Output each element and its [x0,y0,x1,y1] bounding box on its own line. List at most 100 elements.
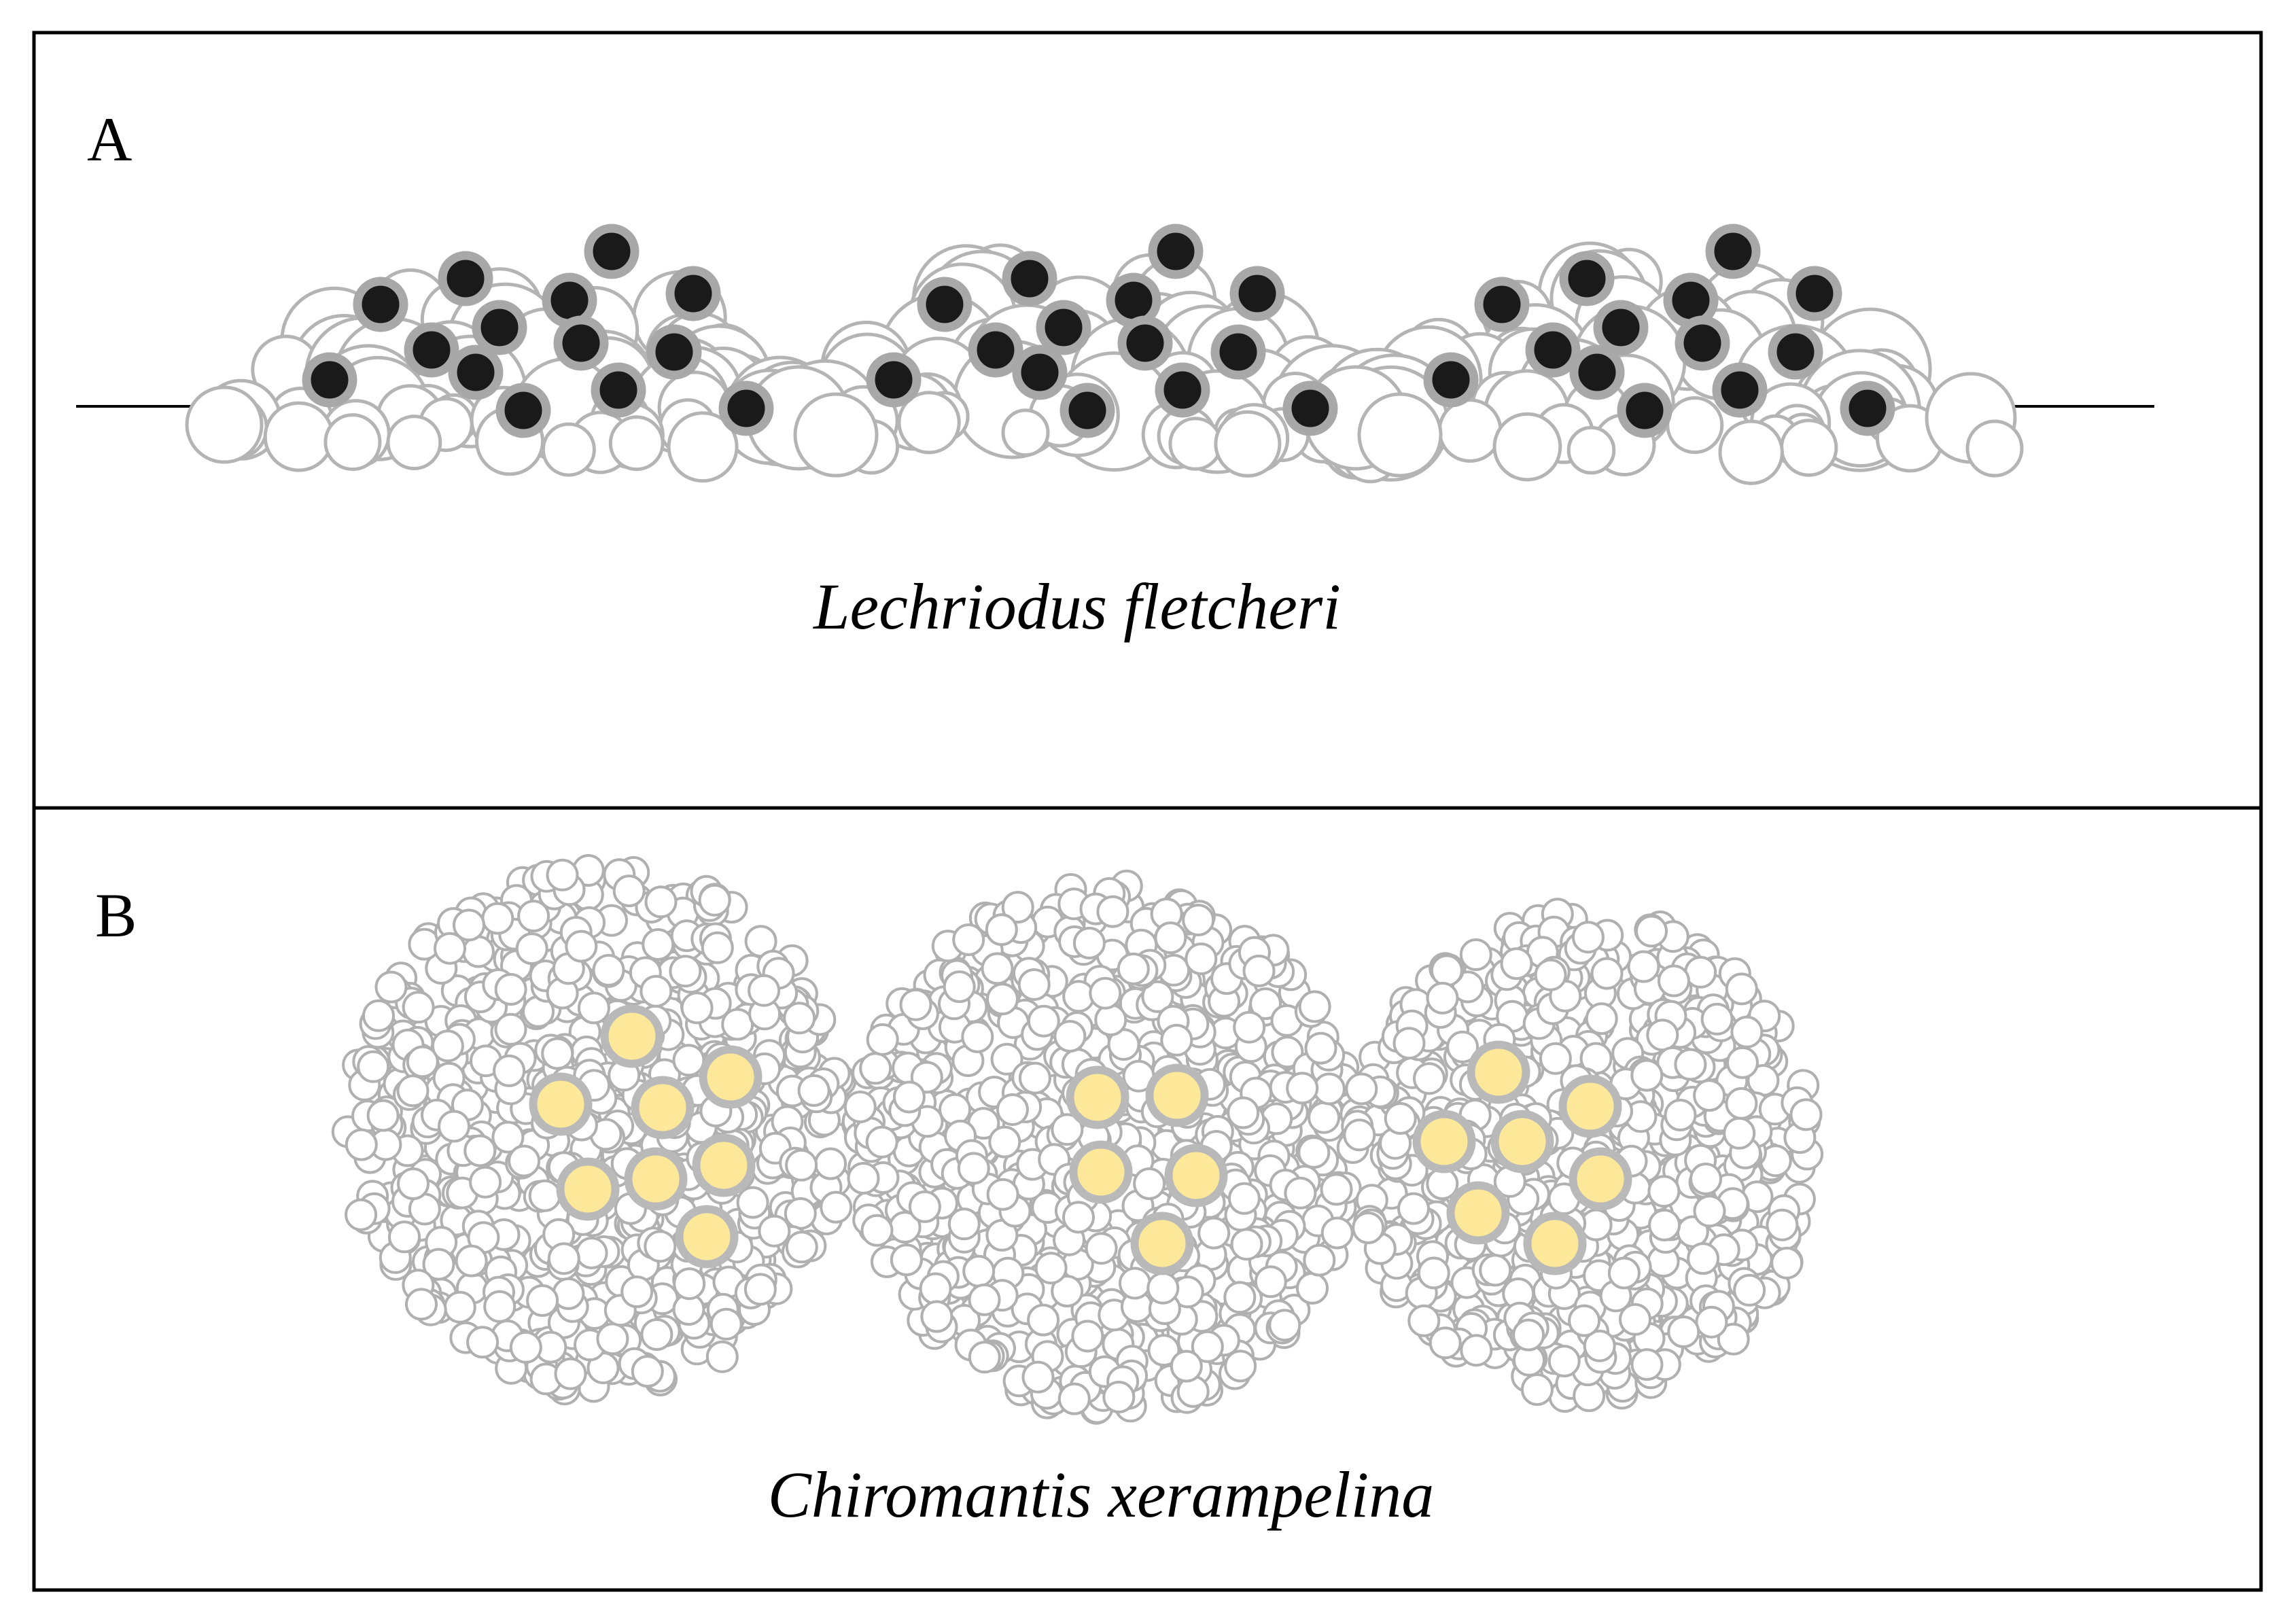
foam-bubble [1147,1334,1180,1367]
foam-bubble [1027,1004,1060,1038]
egg [537,1080,584,1128]
jelly-bubble [1965,419,2024,478]
egg [593,232,631,270]
jelly-bubble [667,411,739,483]
foam-bubble [1304,1031,1337,1065]
egg [1126,324,1164,362]
foam-bubble [1249,987,1282,1021]
egg [1626,391,1664,429]
foam-bubble [455,1244,488,1277]
jelly-bubble [1437,398,1503,463]
foam-bubble [1627,950,1660,983]
species-name-a: Lechriodus fletcheri [812,570,1341,643]
jelly-bubble [541,422,596,477]
foam-bubble [758,1214,791,1248]
foam-bubble [1102,1381,1136,1413]
egg [1577,1155,1624,1203]
egg [608,1012,656,1060]
foam-bubble [517,900,550,933]
foam-bubble [366,1099,400,1132]
foam-bubble [1407,1304,1441,1337]
panel-b-label: B [95,881,137,950]
foam-bubble [397,1167,430,1201]
jelly-bubble [897,391,961,455]
foam-bubble [957,1152,990,1185]
egg [1420,1118,1468,1165]
foam-bubble [673,1267,706,1301]
foam-bubble [1674,1048,1707,1081]
egg [1776,333,1815,371]
foam-bubble [1723,1116,1756,1150]
foam-bubble [890,1243,923,1277]
foam-bubble [1286,1072,1319,1105]
foam-bubble [1133,1167,1166,1200]
jelly-bubble [1168,417,1223,471]
foam-bubble [362,999,395,1032]
foam-bubble [1146,1271,1180,1305]
foam-bubble [422,1248,455,1281]
foam-bubble [546,858,579,892]
foam-bubble [1619,1303,1651,1336]
foam-bubble [1646,1019,1679,1052]
jelly-bubble [608,415,665,472]
foam-bubble [1230,1228,1263,1261]
egg [1602,308,1640,347]
foam-bubble [1770,1246,1804,1279]
panel-a-label: A [87,105,132,174]
foam-bubble [1051,1113,1084,1146]
foam-bubble [986,1178,1019,1211]
foam-bubble [1547,1345,1581,1378]
egg [362,285,400,323]
foam-bubble [1648,1208,1681,1241]
egg [1163,371,1202,409]
foam-bubble [494,1012,527,1046]
egg [413,331,451,369]
foam-bubble [968,1283,1001,1316]
foam-bubble [748,974,781,1007]
foam-bubble [1658,964,1690,998]
jelly-bubble [1780,419,1838,477]
egg [683,1213,731,1260]
foam-bubble [1583,1329,1616,1362]
jelly-bubble [185,385,264,464]
foam-bubble [1534,958,1567,991]
foam-bubble [1185,942,1218,976]
foam-bubble [396,1074,430,1108]
egg [1153,1072,1201,1119]
foam-bubble [508,1144,541,1178]
foam-bubble [736,1186,769,1219]
egg [1172,1152,1220,1199]
foam-bubble [1459,938,1492,971]
foam-bubble [1160,1023,1193,1057]
foam-bubble [1254,1265,1287,1299]
egg [1475,1048,1522,1096]
egg [1219,333,1257,371]
foam-bubble [1693,1195,1726,1228]
foam-bubble [1197,1216,1231,1250]
foam-bubble [1429,1326,1462,1360]
foam-bubble [1726,1046,1759,1079]
foam-bubble [642,928,675,961]
foam-bubble [1479,1254,1512,1287]
foam-bubble [1700,1002,1734,1036]
foam-bubble [1170,1349,1203,1383]
foam-bubble [345,1128,378,1161]
foam-bubble [1297,1136,1331,1169]
foam-bubble [481,902,514,935]
egg [1849,389,1887,427]
egg [700,1142,748,1189]
foam-bubble [1695,1305,1728,1339]
foam-bubble [1539,1042,1572,1075]
foam-bubble [962,1254,996,1288]
foam-bubble [1689,1163,1722,1195]
egg [727,389,765,427]
foam-bubble [431,1029,464,1063]
foam-bubble [1094,1004,1127,1036]
foam-bubble [1460,1334,1493,1367]
foam-bubble [899,988,932,1021]
foam-bubble [1154,921,1187,955]
foam-bubble [952,923,985,956]
egg [504,391,542,429]
foam-bubble [1117,952,1150,985]
